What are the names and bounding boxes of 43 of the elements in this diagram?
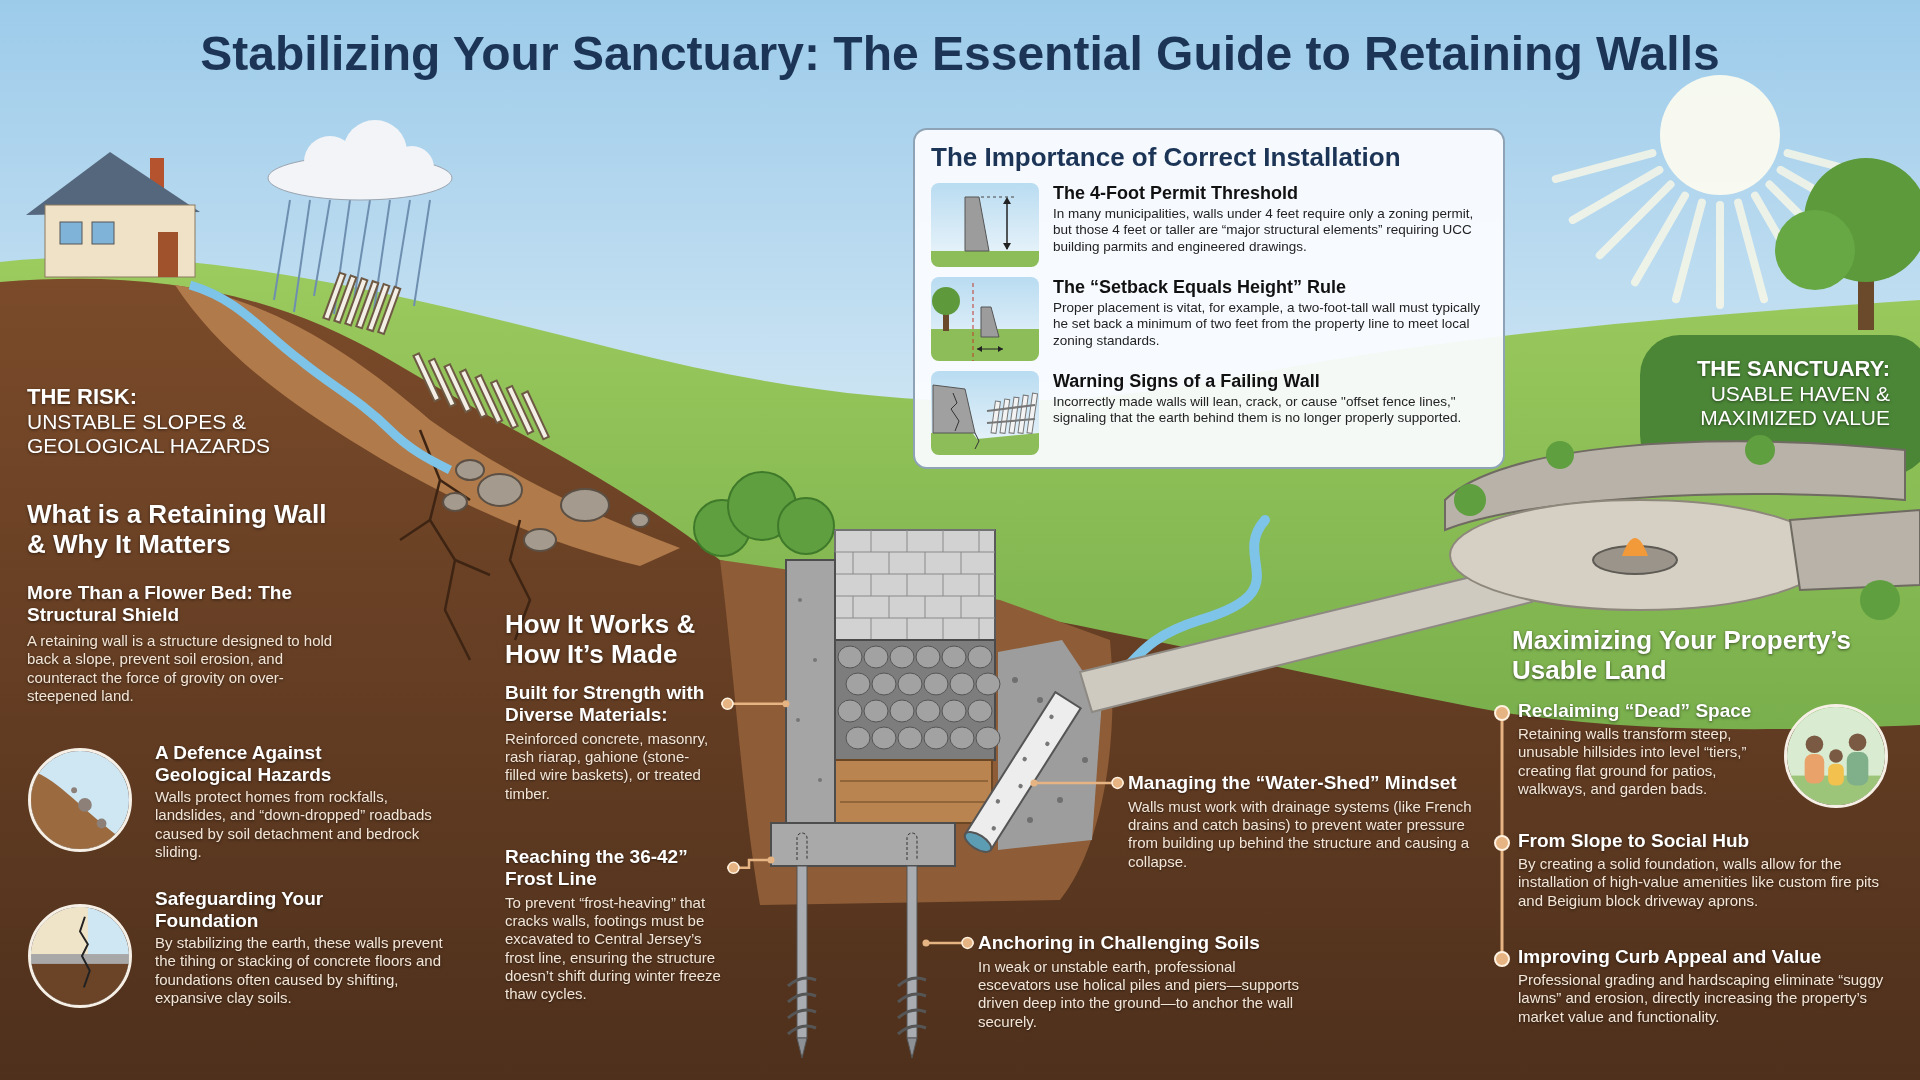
item-heading: The “Setback Equals Height” Rule	[1053, 277, 1348, 298]
helical-pile	[897, 865, 927, 1059]
callout-text: Reinforced concrete, masonry, rash riarap, gahione (stone-filled wire baskets), or treated timber.	[505, 729, 710, 803]
section-subheading: USABLE HAVEN & MAXIMIZED VALUE	[1699, 382, 1890, 430]
callout-text: In weak or unstable earth, professional escevators use holical piles and piers—supports driven deep into the ground—to anchor the wall securely.	[978, 957, 1300, 1032]
callout-heading: Built for Strength with Diverse Materials:	[505, 682, 706, 726]
item-text: Proper placement is vitat, for example, a two-foot-tall wall must typically he set back a minimum of two feet from the property line to meet local zoning standards.	[1053, 299, 1481, 350]
leader-line	[727, 856, 775, 875]
body-text: Walls protect homes from rockfalls, landslides, and “down-dropped” roadbads caused by soil detachment and bedrock sliding.	[155, 788, 433, 862]
body-text: A retaining wall is a structure designed to hold back a slope, prevent soil erosion, and counteract the force of grovity on over-steepened land.	[27, 632, 334, 706]
item-heading: Warning Signs of a Failing Wall	[1053, 371, 1321, 392]
callout-text: To prevent “frost-heaving” that cracks walls, footings must be excavated to Central Jersey’s frost line, ensuring the structure doesn’t shift during winter freeze thaw cycles.	[505, 893, 722, 1004]
section-heading: Maximizing Your Property’s Usable Land	[1512, 626, 1853, 686]
item-heading: The 4-Foot Permit Threshold	[1053, 183, 1299, 204]
concrete-wall-stem	[785, 559, 836, 824]
panel-heading: The Importance of Correct Installation	[931, 142, 1402, 173]
body-text: Professional grading and hardscaping eliminate “suggy lawns” and erosion, directly increasing the property’s market value and functionality.	[1518, 971, 1885, 1026]
subheading: Reclaiming “Dead” Space	[1518, 700, 1753, 722]
info-panel	[913, 128, 1505, 469]
callout-heading: Anchoring in Challenging Soils	[978, 932, 1260, 954]
leader-line	[922, 936, 974, 950]
concrete-footing	[770, 822, 956, 867]
section-heading: THE SANCTUARY:	[1695, 356, 1890, 382]
subheading: From Slope to Social Hub	[1518, 830, 1751, 852]
subheading: Safeguarding Your Foundation	[155, 888, 325, 932]
subheading: More Than a Flower Bed: The Structural Shield	[27, 582, 293, 626]
title: Stabilizing Your Sanctuary: The Essential Guide to Retaining Walls	[199, 26, 1721, 81]
subheading: A Defence Against Geological Hazards	[155, 742, 333, 786]
leader-line	[721, 697, 790, 711]
leader-line	[1030, 776, 1124, 790]
body-text: By creating a solid foundation, walls allow for the installation of high-value amenities like custom fire pits and Beigium block driveway aprons.	[1518, 855, 1880, 910]
callout-text: Walls must work with drainage systems (like French drains and catch basins) to prevent water pressure from building up behind the structure and causing a collapse.	[1128, 797, 1473, 872]
item-text: In many municipalities, walls under 4 feet require only a zoning permit, but those 4 feet or taller are “major structural elements” requiring UCC building parmits and engineered drawings.	[1053, 205, 1475, 256]
section-heading: THE RISK:	[27, 384, 138, 410]
item-text: Incorrectly made walls will lean, crack, or cause "offset fence lines," signaling that the earth behind them is no longer properly supported.	[1053, 393, 1463, 427]
body-text: By stabilizing the earth, these walls prevent the tihing or stacking of concrete floors and foundations often caused by shifting, expansive clay soils.	[155, 934, 444, 1008]
callout-heading: Reaching the 36-42” Frost Line	[505, 846, 689, 890]
body-text: Retaining walls transform steep, unusable hillsides into level “tiers,” creating flat ground for patios, walkways, and garden bads.	[1518, 725, 1748, 799]
subheading: Improving Curb Appeal and Value	[1518, 946, 1823, 968]
section-heading: What is a Retaining Wall & Why It Matters	[27, 500, 328, 560]
section-heading: How It Works & How It’s Made	[505, 610, 697, 670]
section-subheading: UNSTABLE SLOPES & GEOLOGICAL HAZARDS	[27, 410, 272, 458]
callout-heading: Managing the “Water-Shed” Mindset	[1128, 772, 1457, 794]
